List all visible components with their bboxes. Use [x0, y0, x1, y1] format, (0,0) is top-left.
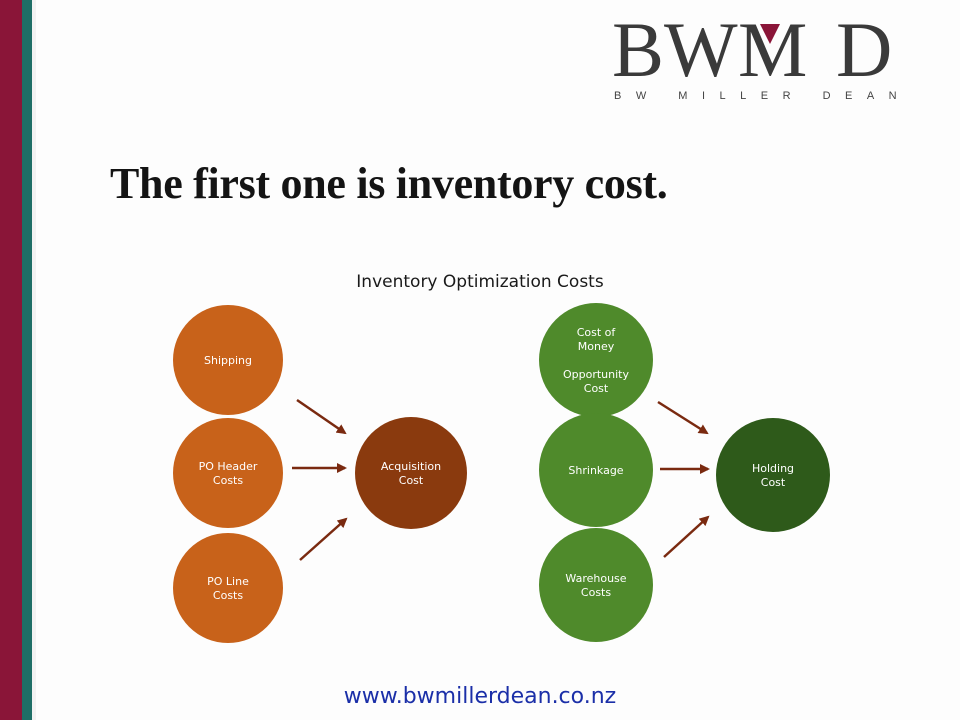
acquisition-input-label-0: Shipping — [204, 354, 252, 367]
logo-letter-b: B — [612, 6, 664, 93]
logo-tagline: BW MILLER DEAN — [614, 90, 911, 102]
logo-accent-triangle — [760, 24, 780, 44]
holding-input-label-2-line-1: Costs — [581, 586, 611, 599]
crimson-side-bar — [0, 0, 22, 720]
slide-headline: The first one is inventory cost. — [110, 159, 668, 208]
holding-cost-label-line-1: Cost — [761, 476, 786, 489]
holding-input-label-0-line-0: Cost of — [577, 326, 617, 339]
acquisition-arrow-0 — [296, 398, 347, 435]
holding-input-node-1 — [539, 413, 653, 527]
holding-input-label-1: Shrinkage — [568, 464, 623, 477]
white-side-bar — [32, 0, 36, 720]
acquisition-input-label-2-line-1: Costs — [213, 589, 243, 602]
bwmd-logo-graphic: B W M D BW MILLER DEAN — [612, 6, 911, 102]
holding-input-label-1-line-0: Shrinkage — [568, 464, 623, 477]
acquisition-input-label-1-line-0: PO Header — [199, 460, 258, 473]
holding-cost-label-line-0: Holding — [752, 462, 794, 475]
bwmd-logo: B W M D BW MILLER DEAN — [610, 6, 940, 106]
holding-cost-node — [716, 418, 830, 532]
holding-input-label-2-line-0: Warehouse — [565, 572, 626, 585]
acquisition-cost-node — [355, 417, 467, 529]
acquisition-arrow-2 — [299, 517, 348, 561]
holding-input-node-0 — [539, 303, 653, 417]
logo-letter-m: M — [738, 6, 807, 93]
holding-arrow-2 — [663, 515, 710, 558]
acquisition-input-node-1 — [173, 418, 283, 528]
holding-input-label-0-line-1: Money — [578, 340, 615, 353]
holding-input-label-0-line-4: Cost — [584, 382, 609, 395]
logo-letter-d: D — [836, 6, 892, 93]
holding-input-node-2 — [539, 528, 653, 642]
footer-url[interactable]: www.bwmillerdean.co.nz — [343, 684, 617, 709]
acquisition-input-label-1-line-1: Costs — [213, 474, 243, 487]
holding-arrow-0 — [657, 400, 709, 435]
logo-letter-w: W — [664, 6, 738, 93]
holding-input-label-0-line-3: Opportunity — [563, 368, 630, 381]
inventory-costs-diagram: Inventory Optimization Costs Shipping PO … — [173, 272, 830, 643]
acquisition-input-node-0 — [173, 305, 283, 415]
acquisition-input-label-2-line-0: PO Line — [207, 575, 249, 588]
acquisition-cost-label-line-1: Cost — [399, 474, 424, 487]
acquisition-input-node-2 — [173, 533, 283, 643]
diagram-title: Inventory Optimization Costs — [356, 272, 604, 292]
acquisition-cost-label-line-0: Acquisition — [381, 460, 441, 473]
teal-side-bar — [22, 0, 32, 720]
acquisition-input-label-0-line-0: Shipping — [204, 354, 252, 367]
